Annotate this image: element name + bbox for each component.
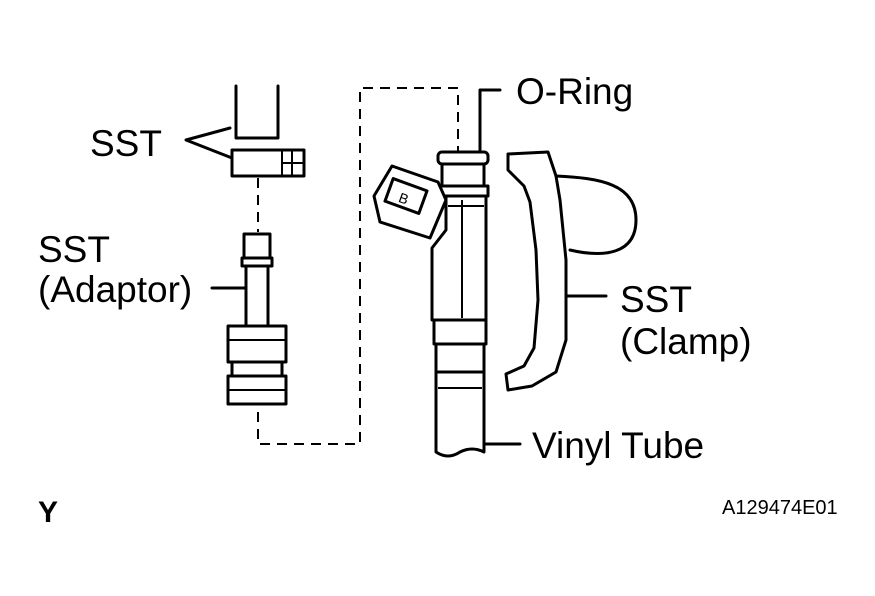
view-letter: Y — [38, 496, 58, 529]
sst-top-label: SST — [90, 123, 162, 164]
sst-adaptor — [226, 232, 288, 406]
sst-clamp-label-line1: SST — [620, 279, 692, 320]
o-ring-label: O-Ring — [516, 71, 633, 112]
sst-top-leader — [184, 126, 234, 160]
sst-fuel-pipe — [230, 84, 306, 178]
sst-adaptor-label-line1: SST — [38, 229, 110, 270]
sst-adaptor-label-line2: (Adaptor) — [38, 269, 192, 310]
sst-clamp-label-line2: (Clamp) — [620, 321, 752, 362]
vinyl-tube-label: Vinyl Tube — [532, 425, 704, 466]
figure-code: A129474E01 — [722, 497, 838, 519]
o-ring-leader — [478, 88, 502, 154]
dashed-connection-line — [257, 87, 459, 445]
fuel-injector: B — [372, 150, 490, 458]
sst-clamp — [504, 150, 638, 392]
